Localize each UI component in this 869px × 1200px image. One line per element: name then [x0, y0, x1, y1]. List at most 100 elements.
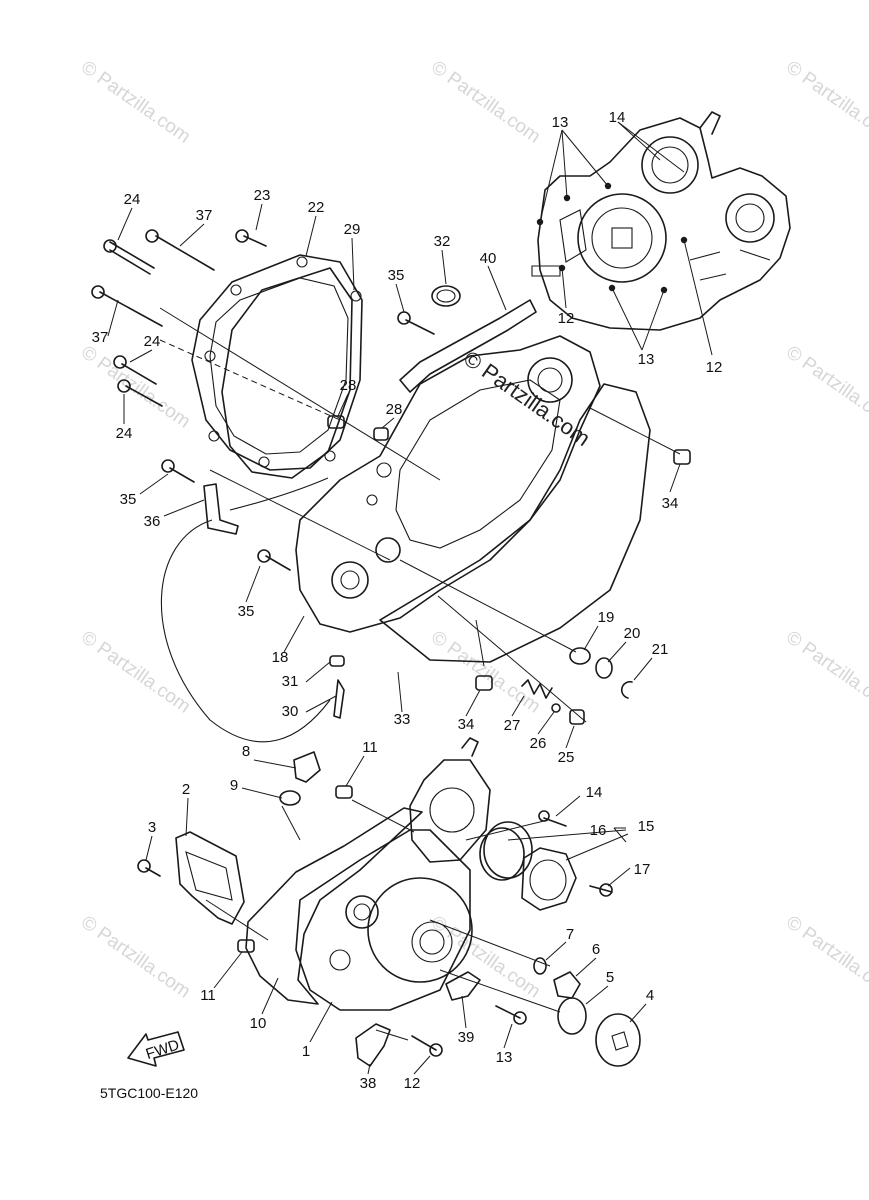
part-label: 11	[362, 739, 378, 756]
part-label: 17	[634, 861, 651, 878]
part-label: 13	[496, 1049, 513, 1066]
breather-hose	[160, 519, 331, 743]
part-label: 10	[250, 1015, 267, 1032]
dowel-pin	[373, 427, 389, 441]
part-label: 20	[624, 625, 641, 642]
watermark: © Partzilla.com	[427, 627, 544, 718]
watermark: © Partzilla.com	[782, 57, 869, 148]
clutch-cover	[191, 254, 363, 471]
part-label: 39	[458, 1029, 475, 1046]
cap-4	[595, 1013, 641, 1067]
watermark: © Partzilla.com	[77, 57, 194, 148]
crankcase-gasket	[379, 383, 651, 663]
part-label: 28	[386, 401, 403, 418]
part-label: 13	[552, 114, 569, 131]
part-label: 16	[590, 822, 607, 839]
o-ring-9	[279, 790, 301, 806]
part-label: 11	[200, 987, 216, 1004]
part-label: 30	[282, 703, 299, 720]
clamp-38	[355, 1023, 391, 1067]
o-ring-7	[533, 957, 547, 975]
part-label: 12	[558, 310, 575, 327]
label-leaders	[107, 203, 681, 1075]
part-label: 4	[646, 987, 654, 1004]
chain-guide	[399, 299, 537, 393]
part-label: 22	[308, 199, 325, 216]
cover-plate	[175, 831, 245, 925]
part-label: 26	[530, 735, 547, 752]
dowel-pin	[673, 449, 691, 465]
watermark: © Partzilla.com	[782, 342, 869, 433]
drain-plug	[293, 751, 321, 783]
part-label: 34	[662, 495, 679, 512]
part-label: 13	[638, 351, 655, 368]
part-label: 1	[302, 1043, 310, 1060]
part-label: 5	[606, 969, 614, 986]
dowel-11	[237, 939, 255, 953]
o-ring-16	[479, 827, 525, 881]
part-label: 24	[124, 191, 141, 208]
part-label: 38	[360, 1075, 377, 1092]
oil-seal-19	[569, 647, 591, 665]
part-label: 35	[120, 491, 137, 508]
ignition-cover	[295, 829, 473, 1011]
part-label: 27	[504, 717, 521, 734]
dowel-pin	[475, 675, 493, 691]
axis-lines-upper	[159, 307, 681, 723]
part-label: 35	[238, 603, 255, 620]
part-label: 15	[638, 818, 655, 835]
part-label: 12	[706, 359, 723, 376]
part-label: 29	[344, 221, 361, 238]
part-label: 7	[566, 926, 574, 943]
part-label: 32	[434, 233, 451, 250]
watermark: © Partzilla.com	[782, 912, 869, 1003]
part-label: 8	[242, 743, 250, 760]
clutch-cover-gasket	[221, 267, 353, 479]
part-label: 40	[480, 250, 497, 267]
part-label: 24	[144, 333, 161, 350]
clamp-39	[445, 971, 481, 1001]
part-labels: 1 2 3 4 5 6 7 8 9 10 11 11 12 12 12 13 1…	[92, 109, 723, 1092]
oil-seal	[431, 285, 461, 307]
water-pump-housing	[409, 737, 577, 911]
watermark: © Partzilla.com	[782, 627, 869, 718]
part-label: 25	[558, 749, 575, 766]
o-ring-5	[557, 997, 587, 1035]
part-label: 18	[272, 649, 289, 666]
part-label: 37	[92, 329, 109, 346]
washer-20	[595, 657, 613, 679]
axis-lines-lower	[205, 799, 561, 1041]
hose-bracket	[203, 483, 239, 535]
diagram-code: 5TGC100-E120	[100, 1085, 198, 1101]
part-label: 9	[230, 777, 238, 794]
part-label: 34	[458, 716, 475, 733]
spring-27	[521, 679, 553, 699]
part-label: 31	[282, 673, 299, 690]
part-label: 37	[196, 207, 213, 224]
part-label: 14	[609, 109, 626, 126]
circlip-21	[620, 680, 633, 699]
part-label: 2	[182, 781, 190, 798]
plug-6	[553, 971, 581, 999]
part-label: 23	[254, 187, 271, 204]
part-label: 14	[586, 784, 603, 801]
dowel-11	[335, 785, 353, 799]
part-label: 36	[144, 513, 161, 530]
part-label: 24	[116, 425, 133, 442]
plug-25	[569, 709, 585, 725]
part-label: 19	[598, 609, 615, 626]
engine-overview	[531, 111, 791, 356]
part-label: 12	[404, 1075, 421, 1092]
watermark: © Partzilla.com	[77, 912, 194, 1003]
watermark-layer: © Partzilla.com © Partzilla.com © Partzi…	[77, 57, 869, 1003]
part-label: 35	[388, 267, 405, 284]
bolts-upper	[91, 229, 435, 571]
fwd-arrow-icon: FWD	[127, 1031, 185, 1067]
watermark: © Partzilla.com	[77, 342, 194, 433]
watermark: © Partzilla.com	[427, 57, 544, 148]
hose-clamp	[329, 655, 345, 667]
part-label: 3	[148, 819, 156, 836]
ignition-cover-gasket	[245, 807, 423, 1005]
part-label: 33	[394, 711, 411, 728]
